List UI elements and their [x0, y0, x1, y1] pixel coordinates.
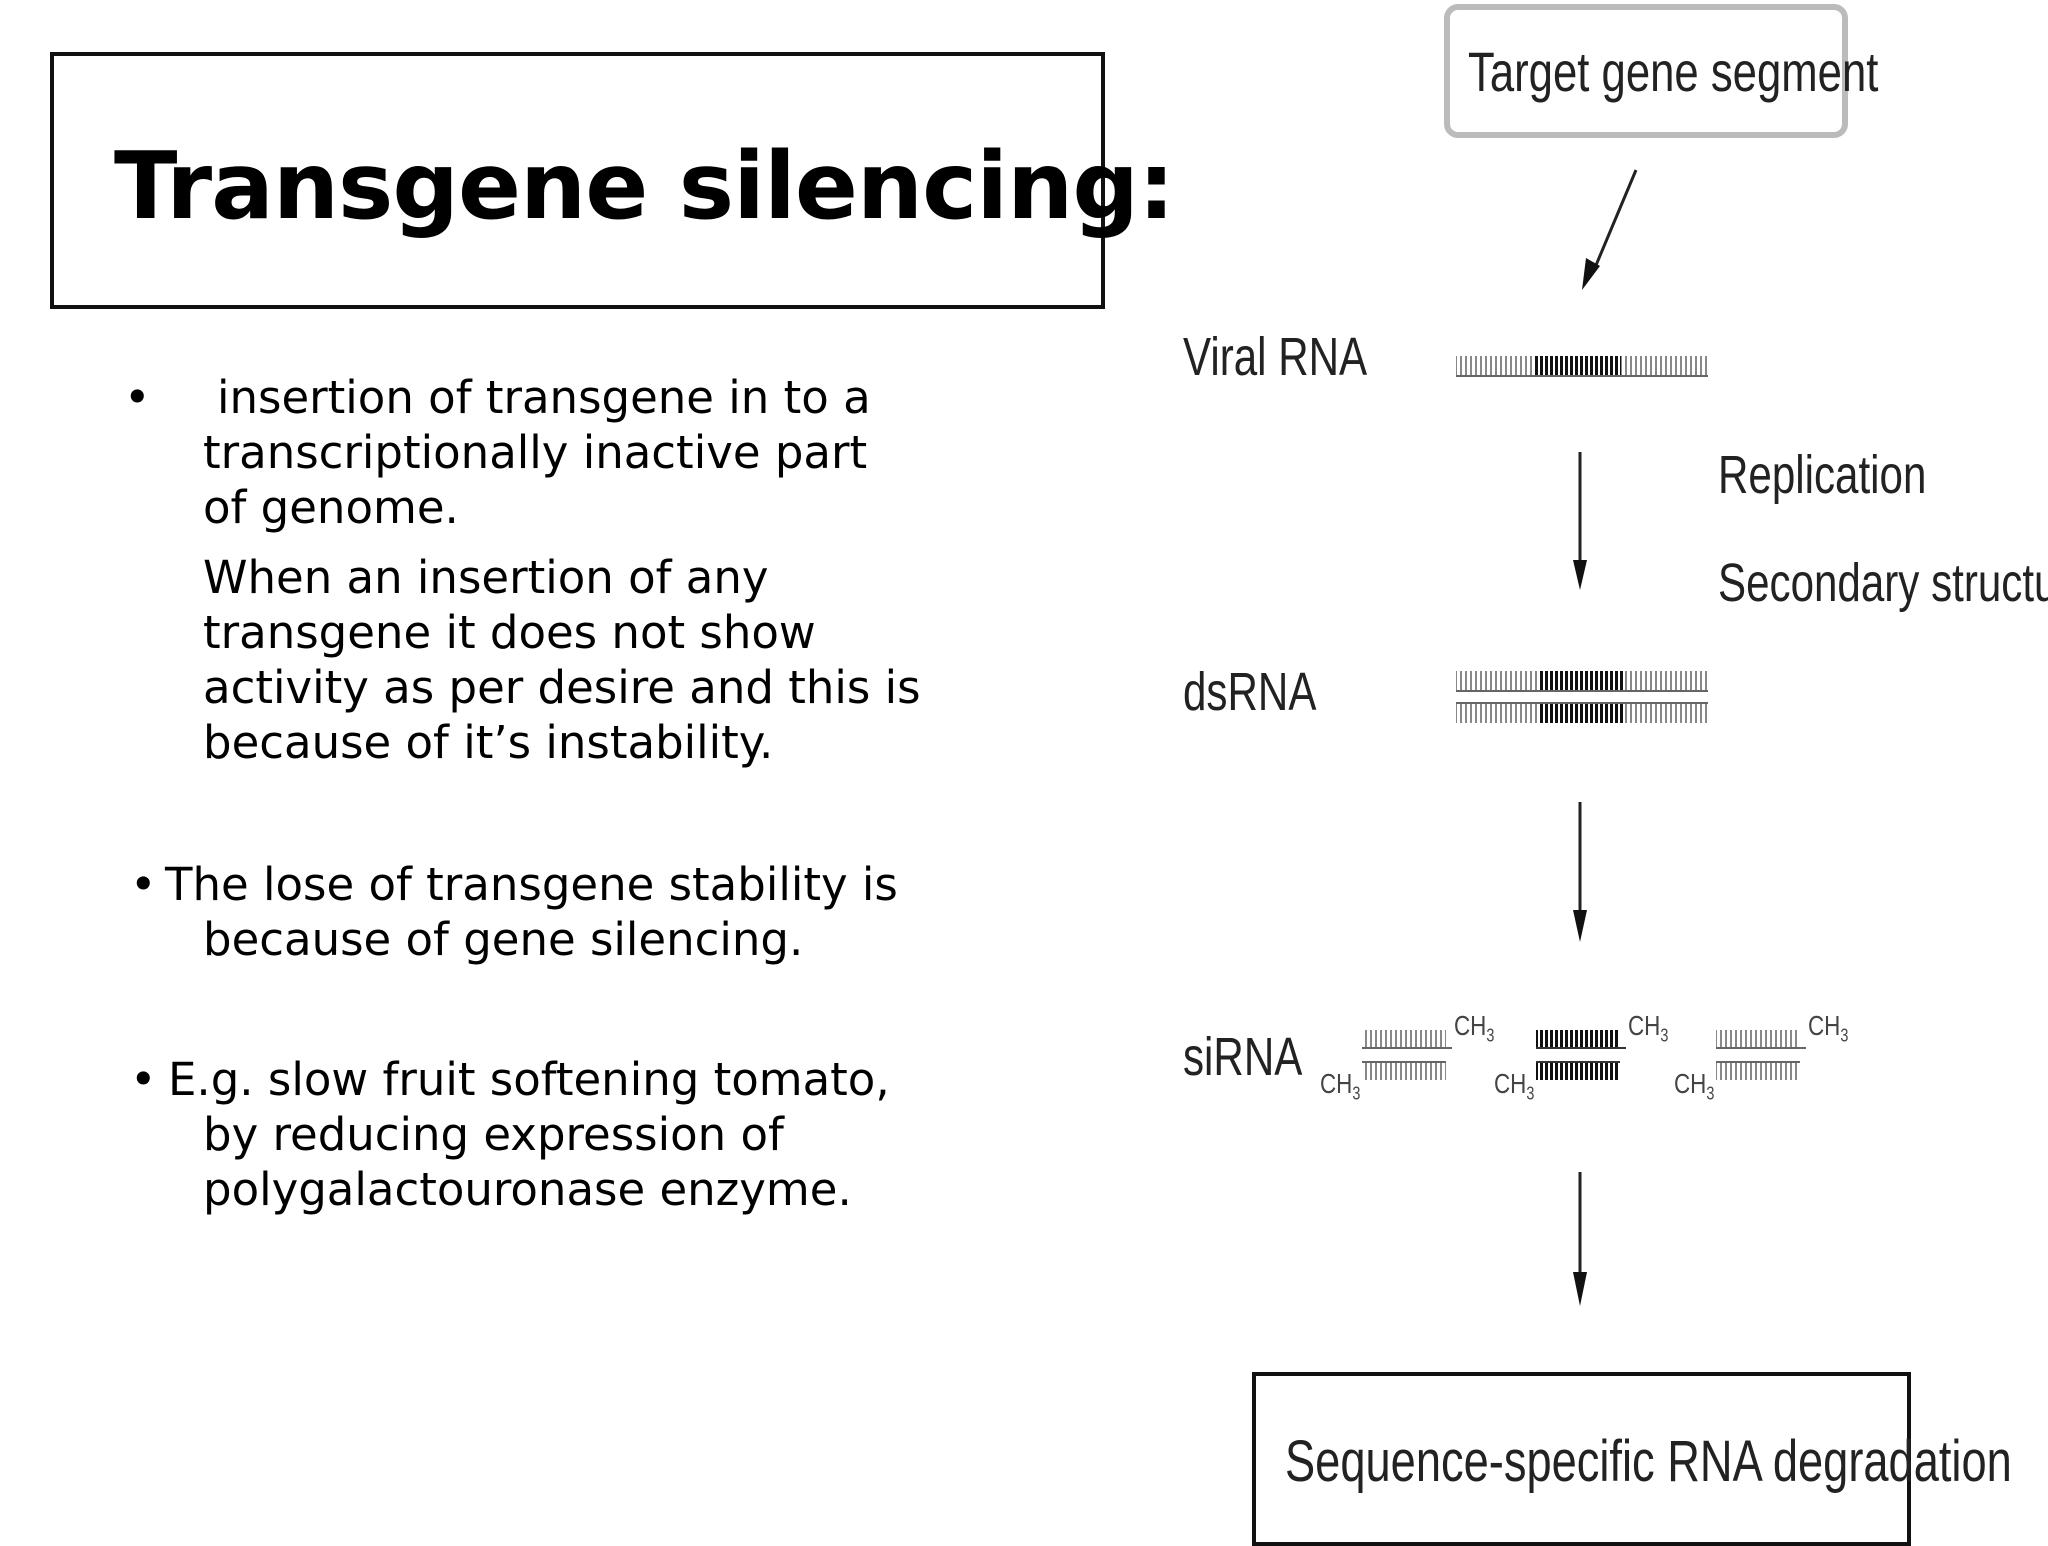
target-gene-label: Target gene segment: [1468, 40, 1879, 103]
bullet-2: The lose of transgene stability is becau…: [165, 857, 898, 967]
bullet-1-line: insertion of transgene in to a: [217, 371, 871, 424]
bullet-2-line: because of gene silencing.: [203, 913, 804, 966]
stage-label-viral-rna: Viral RNA: [1183, 327, 1368, 387]
methyl-label: CH3: [1320, 1068, 1361, 1104]
sirna-duplex: [1362, 1030, 1452, 1080]
methyl-label: CH3: [1808, 1010, 1849, 1046]
stage-label-sirna: siRNA: [1183, 1027, 1303, 1087]
result-label: Sequence-specific RNA degradation: [1285, 1429, 2012, 1494]
slide-title: Transgene silencing:: [114, 132, 1175, 240]
viral-rna-strand: [1456, 356, 1708, 377]
sirna-duplex: [1536, 1030, 1626, 1080]
bullet-1-continuation: activity as per desire and this is: [203, 661, 921, 714]
bullet-2-line: The lose of transgene stability is: [165, 858, 898, 911]
arrow-down: [1573, 452, 1587, 590]
arrow-down-diagonal: [1582, 169, 1638, 290]
result-box: [1252, 1372, 1911, 1546]
stage-label-dsrna: dsRNA: [1183, 662, 1317, 722]
bullet-3-line: by reducing expression of: [203, 1108, 784, 1161]
bullet-1: insertion of transgene in to a transcrip…: [203, 370, 921, 770]
bullet-1-line: transcriptionally inactive part: [203, 426, 868, 479]
methyl-label: CH3: [1494, 1068, 1535, 1104]
bullet-3-line: E.g. slow fruit softening tomato,: [168, 1053, 890, 1106]
bullet-marker: •: [130, 858, 157, 911]
bullet-3: E.g. slow fruit softening tomato, by red…: [168, 1052, 890, 1217]
bullet-marker: •: [124, 371, 151, 424]
bullet-3-line: polygalactouronase enzyme.: [203, 1163, 852, 1216]
process-label-replication: Replication: [1718, 445, 1927, 505]
bullet-marker: •: [130, 1053, 157, 1106]
bullet-1-continuation: because of it’s instability.: [203, 716, 774, 769]
methyl-label: CH3: [1628, 1010, 1669, 1046]
arrow-down: [1573, 802, 1587, 942]
title-box: [50, 52, 1105, 309]
methyl-label: CH3: [1674, 1068, 1715, 1104]
bullet-1-line: of genome.: [203, 481, 459, 534]
bullet-1-continuation: When an insertion of any: [203, 551, 769, 604]
process-label-secondary-structure: Secondary structure: [1718, 553, 2048, 613]
bullet-1-continuation: transgene it does not show: [203, 606, 816, 659]
sirna-duplex: [1716, 1030, 1806, 1080]
dsrna-strands: [1456, 671, 1708, 723]
target-gene-box: [1444, 4, 1848, 138]
methyl-label: CH3: [1454, 1010, 1495, 1046]
arrow-down: [1573, 1172, 1587, 1306]
